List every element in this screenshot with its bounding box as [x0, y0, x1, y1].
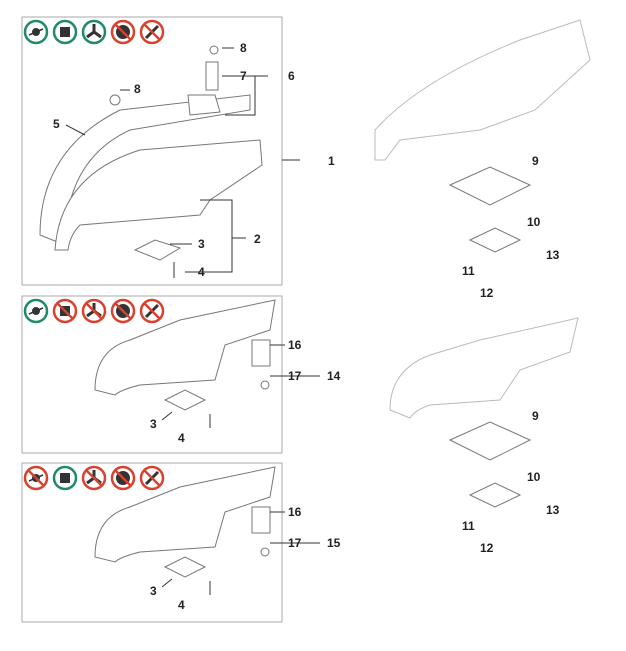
- pad-part: [448, 166, 532, 206]
- part-number-label: 10: [527, 215, 541, 229]
- group-box-14: [21, 295, 283, 454]
- clamp-part: [251, 339, 271, 367]
- four-blade-icon: [52, 465, 78, 491]
- part-number-label: 12: [480, 541, 494, 555]
- screw-part: [260, 380, 270, 390]
- trimmer-head-icon: [23, 19, 49, 45]
- part-number-label: 2: [254, 232, 261, 246]
- screw-part: [260, 547, 270, 557]
- knob-part: [109, 94, 121, 106]
- part-number-label: 6: [288, 69, 295, 83]
- part-number-label: 3: [198, 237, 205, 251]
- three-blade-icon: [81, 298, 107, 324]
- part-number-label: 11: [462, 519, 475, 533]
- plate-part: [468, 482, 522, 508]
- clamp-part: [205, 61, 219, 91]
- clamp-part: [251, 506, 271, 534]
- three-blade-icon: [81, 19, 107, 45]
- saw-blade-icon: [110, 465, 136, 491]
- plate-part: [163, 389, 207, 411]
- part-number-label: 15: [327, 536, 341, 550]
- three-blade-icon: [81, 465, 107, 491]
- part-number-label: 3: [150, 584, 157, 598]
- guard: [94, 466, 276, 563]
- part-number-label: 1: [328, 154, 335, 168]
- part-number-label: 16: [288, 505, 302, 519]
- guard-ghost-bottom: [389, 317, 579, 419]
- four-blade-icon: [52, 298, 78, 324]
- trimmer-head-icon: [23, 465, 49, 491]
- screw-part: [209, 45, 219, 55]
- plate-part: [163, 556, 207, 578]
- two-blade-icon: [139, 465, 165, 491]
- part-number-label: 9: [532, 154, 539, 168]
- guard: [54, 139, 263, 251]
- part-number-label: 12: [480, 286, 494, 300]
- part-number-label: 17: [288, 369, 302, 383]
- group-box-1: [21, 16, 283, 286]
- trimmer-head-icon: [23, 298, 49, 324]
- part-number-label: 5: [53, 117, 60, 131]
- part-number-label: 10: [527, 470, 541, 484]
- part-number-label: 16: [288, 338, 302, 352]
- plate-part: [468, 227, 522, 253]
- saw-blade-icon: [110, 298, 136, 324]
- part-number-label: 17: [288, 536, 302, 550]
- part-number-label: 13: [546, 503, 560, 517]
- bracket-part: [187, 94, 221, 116]
- part-number-label: 14: [327, 369, 341, 383]
- guard: [94, 299, 276, 396]
- part-number-label: 8: [134, 82, 141, 96]
- part-number-label: 3: [150, 417, 157, 431]
- saw-blade-icon: [110, 19, 136, 45]
- two-blade-icon: [139, 19, 165, 45]
- pad-part: [448, 421, 532, 461]
- part-number-label: 9: [532, 409, 539, 423]
- part-number-label: 4: [178, 598, 185, 612]
- four-blade-icon: [52, 19, 78, 45]
- part-number-label: 4: [178, 431, 185, 445]
- part-number-label: 13: [546, 248, 560, 262]
- two-blade-icon: [139, 298, 165, 324]
- plate-part: [133, 239, 182, 261]
- part-number-label: 7: [240, 69, 247, 83]
- part-number-label: 11: [462, 264, 475, 278]
- part-number-label: 8: [240, 41, 247, 55]
- guard-ghost-top: [374, 19, 591, 161]
- part-number-label: 4: [198, 265, 205, 279]
